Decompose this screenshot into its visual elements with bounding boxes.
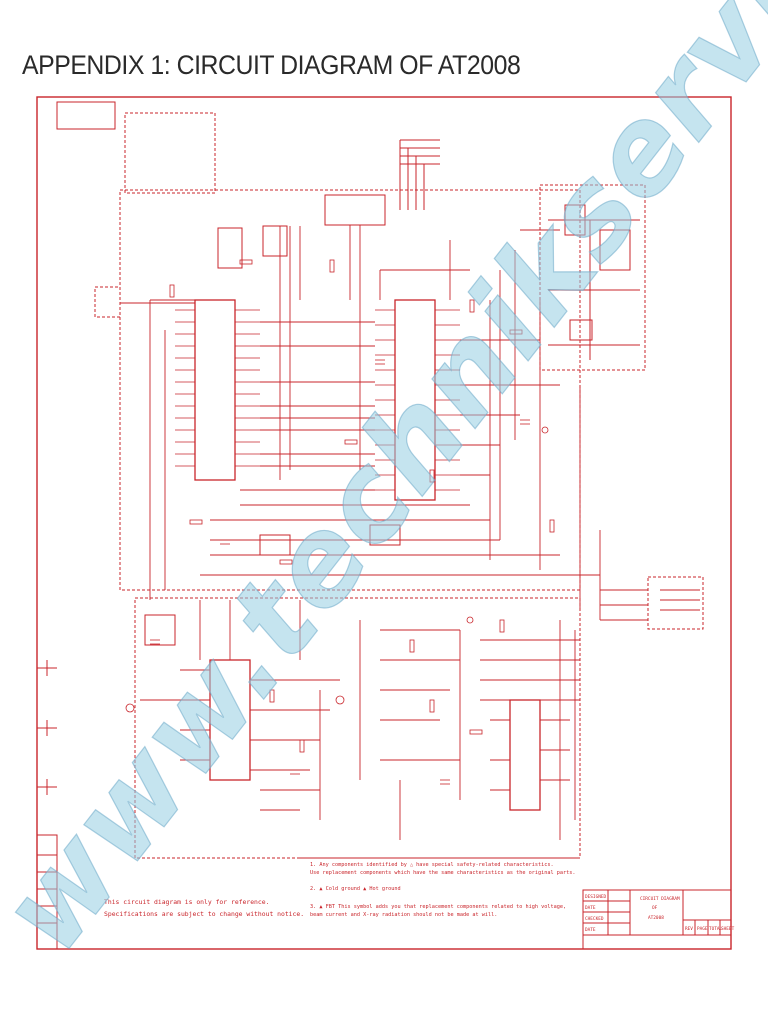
tb-row-label-3: CHECKED: [585, 916, 604, 922]
notes: 1. Any components identified by △ have s…: [310, 862, 575, 918]
tb-footer-3: TOTAL: [709, 926, 723, 932]
tb-row-label-2: DATE: [585, 905, 596, 911]
diagram-frame: [36, 96, 732, 950]
corner-box: [56, 101, 116, 130]
ic-vertical: [509, 699, 541, 811]
note-line-4: 3. ▲ FBT This symbol adds you that repla…: [310, 904, 566, 910]
tb-title-1: CIRCUIT DIAGRAM: [640, 896, 680, 902]
ic-main-center: [394, 299, 436, 501]
note-line-2: Use replacement components which have th…: [310, 870, 575, 876]
tb-title-3: AT2008: [648, 915, 664, 921]
tb-footer-4: SHEET: [721, 926, 735, 932]
reference-note: This circuit diagram is only for referen…: [104, 898, 304, 918]
tb-footer-2: PAGE: [697, 926, 708, 932]
tb-row-label-1: DESIGNED: [585, 894, 607, 900]
reference-line-2: Specifications are subject to change wit…: [104, 910, 304, 918]
title-block-text: DESIGNED DATE CHECKED DATE CIRCUIT DIAGR…: [585, 894, 735, 933]
title-block: [582, 889, 732, 950]
page-title: APPENDIX 1: CIRCUIT DIAGRAM OF AT2008: [22, 50, 521, 80]
ic-main-left: [194, 299, 236, 481]
tb-row-label-4: DATE: [585, 927, 596, 933]
tb-title-2: OF: [652, 905, 658, 911]
note-line-1: 1. Any components identified by △ have s…: [310, 862, 554, 868]
note-line-5: beam current and X-ray radiation should …: [310, 912, 497, 918]
tb-footer-1: REV: [685, 926, 693, 932]
reference-line-1: This circuit diagram is only for referen…: [104, 898, 269, 906]
ic-power: [209, 659, 251, 781]
note-line-3: 2. ▲ Cold ground ▲ Hot ground: [310, 886, 401, 892]
